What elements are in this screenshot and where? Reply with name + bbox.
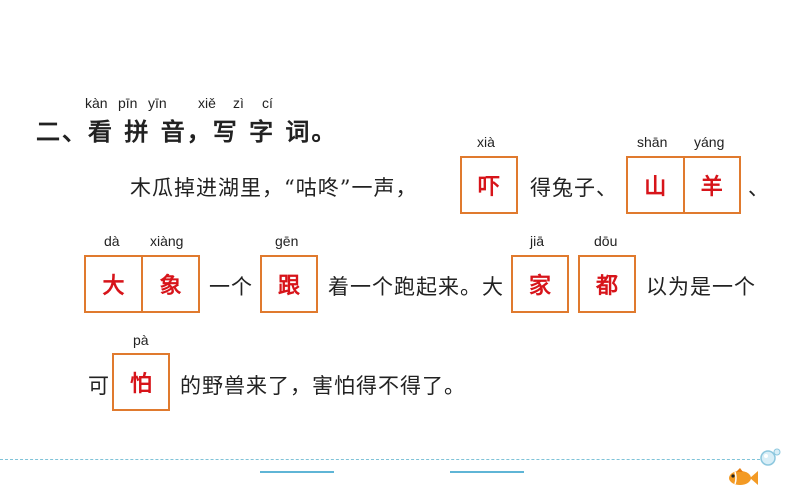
line1-text-before: 木瓜掉进湖里，“咕咚”一声， [130,176,418,200]
answer-box-shanyang[interactable]: 山 羊 [626,156,741,214]
line2-text1: 一个 [209,275,253,299]
line1-blank2-pinyin-yang: yáng [694,134,725,150]
line1-blank2-pinyin-shan: shān [637,134,668,150]
heading-pinyin-zi: zì [233,95,244,111]
line2-blank4-pinyin: dōu [594,233,618,249]
heading-pinyin-kan: kàn [85,95,108,111]
answer-box-dou[interactable]: 都 [578,255,636,313]
line3-text-after: 的野兽来了，害怕得不得了。 [180,374,466,398]
answer-box-daxiang[interactable]: 大 象 [84,255,200,313]
answer-gen: 跟 [277,274,300,299]
answer-box-gen[interactable]: 跟 [260,255,318,313]
heading-pinyin-yin: yīn [148,95,167,111]
answer-box-xia[interactable]: 吓 [460,156,518,214]
answer-dou: 都 [595,274,618,299]
heading-pinyin-pin: pīn [118,95,138,111]
line1-blank1-pinyin: xià [477,134,495,150]
line1-text-after: 、 [748,176,770,200]
answer-pa: 怕 [129,372,152,397]
section-heading: 二、看 拼 音，写 字 词。 [36,118,338,146]
heading-pinyin-ci: cí [262,95,273,111]
line3-blank1-pinyin: pà [133,332,149,348]
footer-mark-right [450,471,524,473]
answer-xia: 吓 [477,175,500,200]
line2-blank2-pinyin: gēn [275,233,299,249]
footer-mark-left [260,471,334,473]
answer-shan: 山 [644,175,667,200]
answer-jia: 家 [528,274,551,299]
heading-pinyin-xie: xiě [198,95,216,111]
line2-blank1-pinyin-da: dà [104,233,120,249]
line2-text2: 着一个跑起来。大 [328,275,504,299]
line1-text-mid: 得兔子、 [530,176,618,200]
line2-blank3-pinyin: jiā [530,233,545,249]
line3-text-before: 可 [88,374,110,398]
answer-xiang: 象 [141,257,198,311]
fish-icon [729,448,781,485]
line2-blank1-pinyin-xiang: xiàng [150,233,184,249]
answer-da: 大 [102,274,125,299]
line2-text3: 以为是一个 [646,275,756,299]
answer-box-pa[interactable]: 怕 [112,353,170,411]
answer-yang: 羊 [682,158,740,212]
answer-box-jia[interactable]: 家 [511,255,569,313]
footer-divider [0,459,770,460]
